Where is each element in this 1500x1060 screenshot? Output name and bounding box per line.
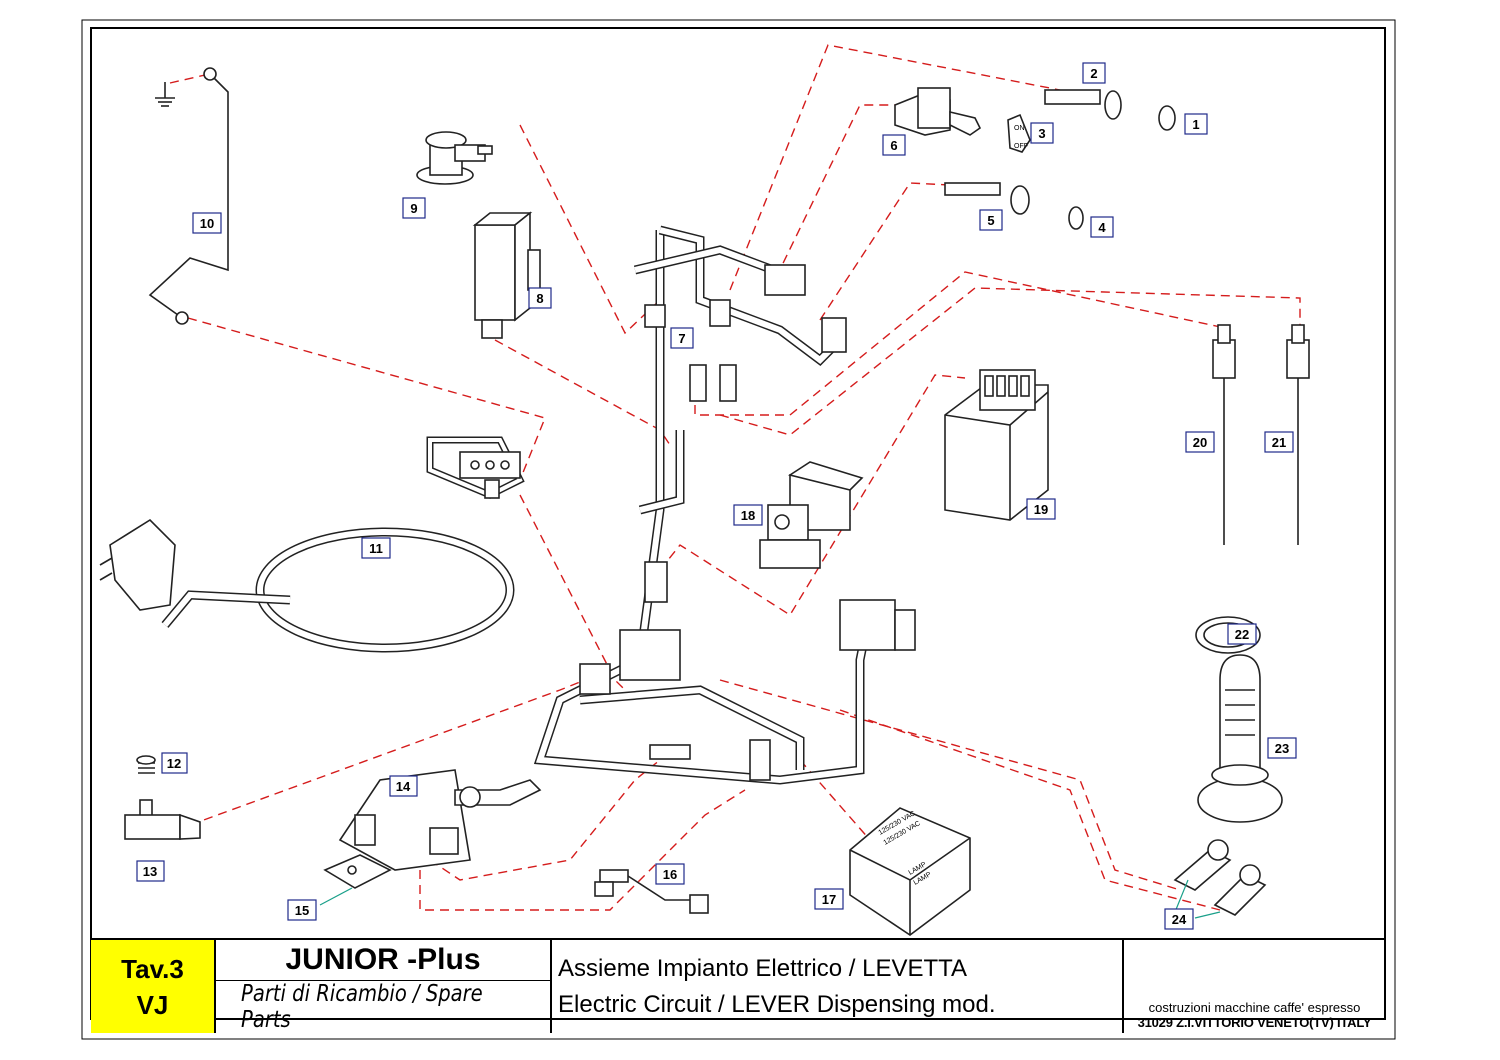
callout-7: 7 bbox=[670, 327, 694, 349]
callout-9: 9 bbox=[402, 197, 426, 219]
spring bbox=[136, 755, 156, 774]
svg-text:14: 14 bbox=[396, 779, 411, 794]
description-english: Electric Circuit / LEVER Dispensing mod. bbox=[558, 990, 996, 1018]
callout-2: 2 bbox=[1082, 62, 1106, 84]
svg-text:22: 22 bbox=[1235, 627, 1249, 642]
heating-element bbox=[1197, 654, 1283, 823]
callout-16: 16 bbox=[655, 863, 685, 885]
pressure-switch bbox=[416, 131, 493, 185]
description-cell: Assieme Impianto Elettrico / LEVETTA Ele… bbox=[552, 940, 1124, 1033]
table-number: Tav.3 bbox=[121, 953, 184, 984]
wiring-harness bbox=[533, 225, 916, 785]
callout-15: 15 bbox=[287, 899, 317, 921]
fittings bbox=[1173, 839, 1267, 919]
table-number-cell: Tav.3 VJ bbox=[91, 940, 216, 1033]
callout-17: 17 bbox=[814, 888, 844, 910]
callout-19: 19 bbox=[1026, 498, 1056, 520]
callout-23: 23 bbox=[1267, 737, 1297, 759]
model-cell: JUNIOR -Plus Parti di Ricambio / Spare P… bbox=[216, 940, 552, 1033]
svg-text:15: 15 bbox=[295, 903, 309, 918]
svg-text:6: 6 bbox=[890, 138, 897, 153]
callout-6: 6 bbox=[882, 134, 906, 156]
callout-8: 8 bbox=[528, 287, 552, 309]
svg-text:11: 11 bbox=[369, 541, 383, 556]
indicator-lamp-group bbox=[944, 89, 1176, 230]
switch-on-text: ON bbox=[1014, 125, 1025, 132]
title-block: Tav.3 VJ JUNIOR -Plus Parti di Ricambio … bbox=[91, 938, 1385, 1033]
level-probe-20 bbox=[1212, 324, 1236, 545]
lever-assembly bbox=[319, 769, 542, 906]
control-unit bbox=[944, 369, 1049, 521]
callout-24: 24 bbox=[1164, 908, 1194, 930]
callout-21: 21 bbox=[1264, 431, 1294, 453]
callout-18: 18 bbox=[733, 504, 763, 526]
callout-11: 11 bbox=[361, 537, 391, 559]
svg-text:24: 24 bbox=[1172, 912, 1187, 927]
model-name: JUNIOR -Plus bbox=[216, 940, 550, 981]
svg-text:17: 17 bbox=[822, 892, 836, 907]
power-cord bbox=[99, 436, 525, 653]
solenoid-valve bbox=[759, 461, 864, 569]
level-probe-21 bbox=[1286, 324, 1310, 545]
solenoid-coil bbox=[472, 211, 541, 339]
svg-text:7: 7 bbox=[678, 331, 685, 346]
transformer: 125/230 VAC 125/230 VAC LAMP LAMP bbox=[849, 807, 971, 936]
svg-text:5: 5 bbox=[987, 213, 994, 228]
ground-cable bbox=[148, 67, 229, 325]
manufacturer-cell: costruzioni macchine caffe' espresso 310… bbox=[1124, 940, 1385, 1033]
svg-text:12: 12 bbox=[167, 756, 181, 771]
callout-22: 22 bbox=[1227, 623, 1257, 645]
table-code: VJ bbox=[136, 989, 169, 1020]
description-italian: Assieme Impianto Elettrico / LEVETTA bbox=[558, 954, 968, 982]
svg-text:2: 2 bbox=[1090, 66, 1097, 81]
svg-text:13: 13 bbox=[143, 864, 157, 879]
svg-text:20: 20 bbox=[1193, 435, 1207, 450]
svg-text:23: 23 bbox=[1275, 741, 1289, 756]
svg-text:18: 18 bbox=[741, 508, 755, 523]
callouts: 1 2 3 4 5 6 7 8 9 10 11 12 13 14 15 16 1… bbox=[136, 62, 1297, 930]
manufacturer-address: 31029 Z.I.VITTORIO VENETO(TV) ITALY bbox=[1137, 1015, 1372, 1030]
callout-5: 5 bbox=[979, 209, 1003, 231]
callout-3: 3 bbox=[1030, 122, 1054, 144]
inner-frame bbox=[90, 27, 1386, 1020]
callout-10: 10 bbox=[192, 212, 222, 234]
callout-20: 20 bbox=[1185, 431, 1215, 453]
callout-4: 4 bbox=[1090, 216, 1114, 238]
callout-1: 1 bbox=[1184, 113, 1208, 135]
svg-text:21: 21 bbox=[1272, 435, 1286, 450]
toggle-switch: ON OFF bbox=[894, 87, 1031, 153]
callout-12: 12 bbox=[161, 752, 188, 774]
manufacturer-tagline: costruzioni macchine caffe' espresso bbox=[1148, 1000, 1361, 1015]
svg-text:1: 1 bbox=[1192, 117, 1199, 132]
outer-frame bbox=[81, 19, 1396, 1040]
callout-13: 13 bbox=[136, 860, 165, 882]
svg-text:8: 8 bbox=[536, 291, 543, 306]
switch-off-text: OFF bbox=[1014, 143, 1028, 150]
svg-text:10: 10 bbox=[200, 216, 214, 231]
parts-label: Parti di Ricambio / Spare Parts bbox=[241, 981, 483, 1033]
svg-text:16: 16 bbox=[663, 867, 677, 882]
svg-text:3: 3 bbox=[1038, 126, 1045, 141]
svg-text:19: 19 bbox=[1034, 502, 1048, 517]
jumper-cable bbox=[594, 869, 709, 914]
microswitch bbox=[124, 799, 201, 840]
callout-14: 14 bbox=[389, 775, 418, 797]
svg-text:4: 4 bbox=[1098, 220, 1106, 235]
svg-text:9: 9 bbox=[410, 201, 417, 216]
